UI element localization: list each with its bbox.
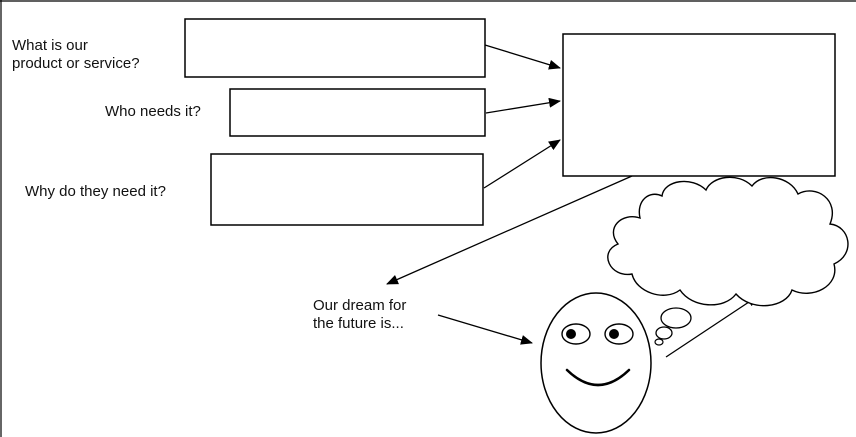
- arrow-what-to-summary: [484, 44, 561, 70]
- arrow-dream-to-face: [437, 314, 533, 345]
- face-head: [540, 292, 652, 434]
- what-question-line2: product or service?: [12, 55, 140, 72]
- what-question-line1: What is our: [12, 37, 88, 54]
- who-answer-box[interactable]: [229, 88, 486, 137]
- why-question-label: Why do they need it?: [25, 183, 166, 200]
- dream-label: Our dream for the future is...: [313, 297, 406, 333]
- thought-bubble-small: [654, 338, 664, 346]
- why-answer-box[interactable]: [210, 153, 484, 226]
- thought-bubble-large: [660, 307, 692, 329]
- thought-cloud: [607, 176, 849, 307]
- face-smile: [565, 368, 631, 387]
- face-right-pupil: [609, 329, 619, 339]
- arrow-face-to-cloud: [665, 295, 759, 358]
- summary-box[interactable]: [562, 33, 836, 177]
- dream-line2: the future is...: [313, 315, 404, 332]
- what-question-label: What is our product or service?: [12, 37, 140, 73]
- arrow-why-to-summary: [483, 139, 561, 189]
- who-question-label: Who needs it?: [105, 103, 201, 120]
- arrow-summary-to-dream: [386, 175, 633, 285]
- dream-line1: Our dream for: [313, 297, 407, 314]
- arrow-who-to-summary: [485, 97, 561, 114]
- smiley-face: [540, 292, 652, 434]
- face-left-pupil: [566, 329, 576, 339]
- thought-bubble-medium: [655, 326, 673, 340]
- what-answer-box[interactable]: [184, 18, 486, 78]
